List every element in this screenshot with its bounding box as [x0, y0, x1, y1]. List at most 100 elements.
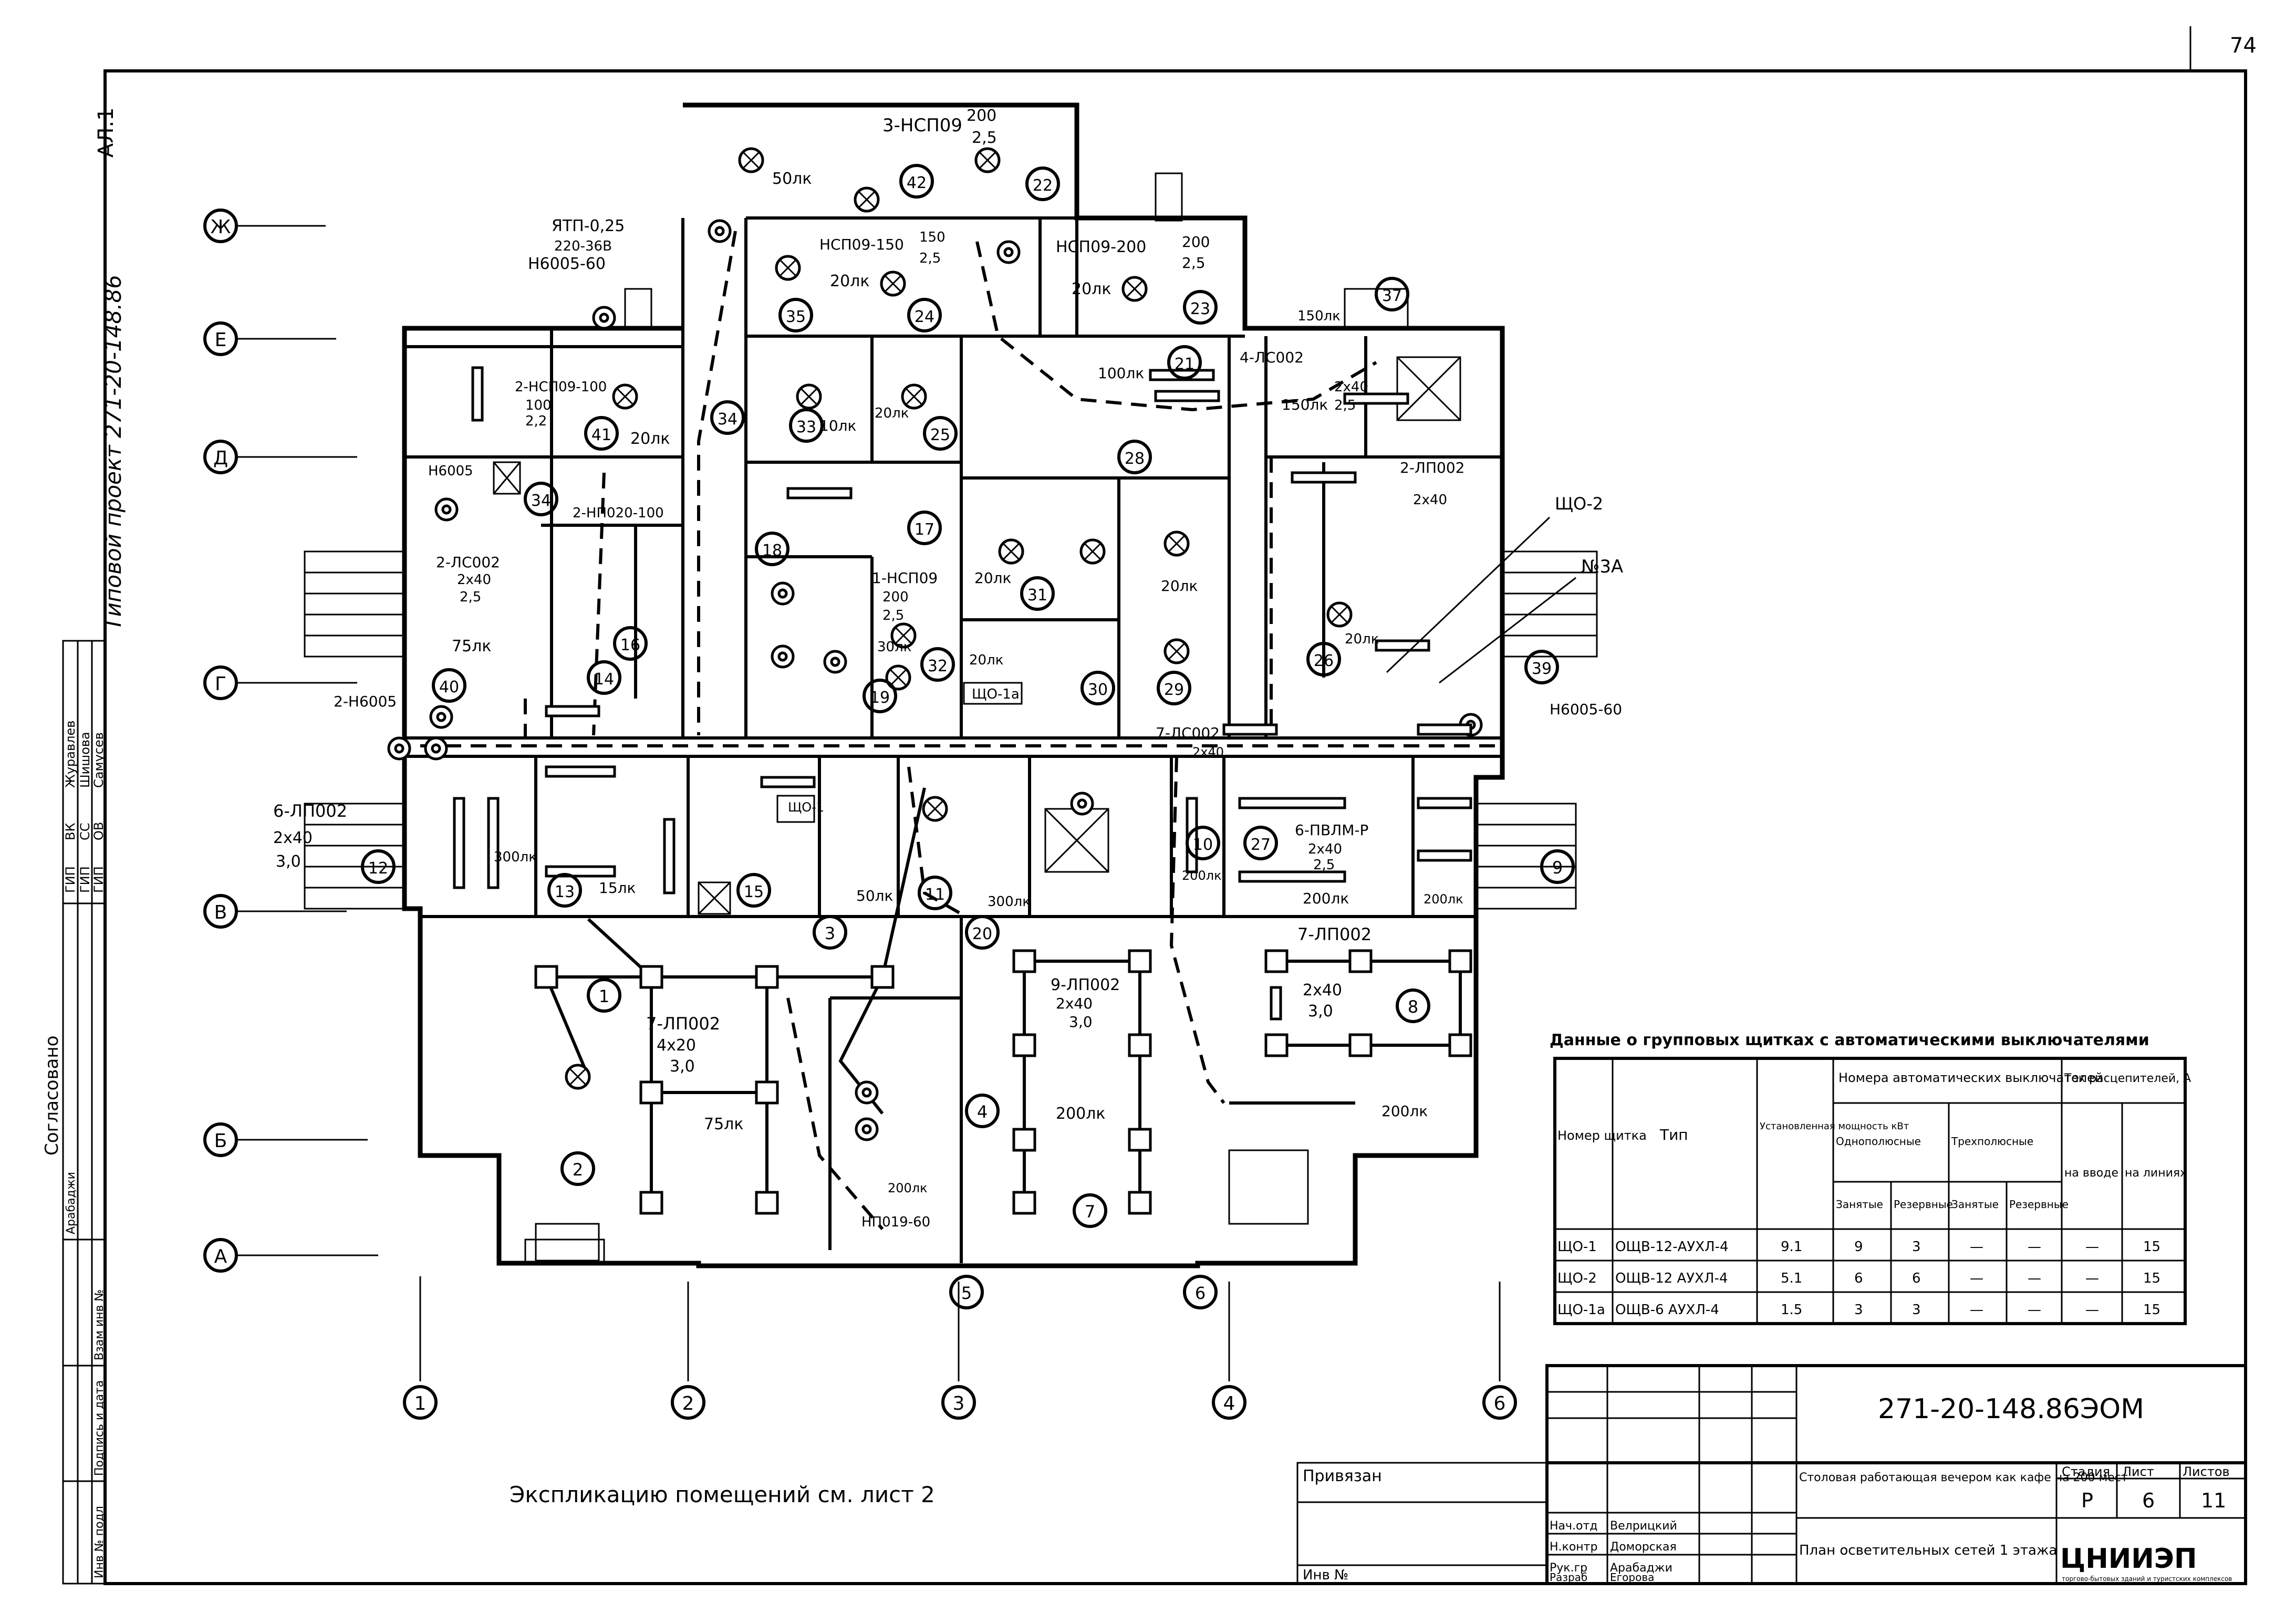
room-34b: 34: [524, 482, 558, 516]
lamp-square: [1128, 949, 1152, 973]
axis-row-v-label: В: [214, 902, 227, 923]
room-35: 35: [778, 298, 813, 332]
panel-labels: ЯТП-0,25 220-36В Н6005-60 Н6005 2-Н6005 …: [334, 217, 1623, 823]
lux-6: 20лк: [875, 405, 909, 421]
svg-text:15: 15: [2143, 1271, 2160, 1286]
room-27: 27: [1243, 826, 1278, 860]
room-34: 34: [710, 400, 745, 435]
axis-row-d: Д: [203, 440, 357, 474]
title-sheets-h: Листов: [2183, 1464, 2230, 1479]
svg-text:—: —: [2085, 1239, 2099, 1255]
room-17: 17: [907, 511, 942, 545]
fixture-label-13: 6-ПВЛМ-Р: [1295, 821, 1368, 839]
fixtures-cross: [565, 147, 1353, 1090]
fixture-sub-12: 2х40: [1303, 981, 1342, 1000]
fixture-annotations: 3-НСП09 200 2,5 НСП09-200 200 2,5 2-НСП0…: [273, 107, 1464, 1230]
th-breakers: Номера автоматических выключателей: [1838, 1070, 2103, 1085]
axis-col-1-label: 1: [414, 1393, 427, 1414]
fixture-label-3: 2-НСП09-100: [515, 379, 607, 395]
approval-title: Согласовано: [41, 1036, 63, 1156]
axis-row-b: Б: [203, 1122, 368, 1157]
svg-text:6: 6: [1195, 1283, 1206, 1303]
lamp-square: [1128, 1033, 1152, 1057]
fixtures-ring: [387, 219, 1483, 1141]
panel-yatp-v: 220-36В: [554, 238, 612, 254]
room-7: 7: [1073, 1193, 1107, 1228]
axis-row-d-label: Д: [213, 448, 228, 469]
axis-row-a-label: А: [214, 1246, 227, 1267]
room-18: 18: [755, 532, 789, 566]
approval-dept-1: ВК: [63, 823, 78, 840]
room-16: 16: [613, 626, 648, 661]
lux-23: 200лк: [1056, 1105, 1106, 1123]
sheet-code: АЛ.1: [94, 107, 118, 158]
svg-text:5: 5: [961, 1283, 972, 1303]
lamp-square: [755, 965, 779, 989]
svg-text:11: 11: [925, 886, 945, 904]
footnote-text: Экспликацию помещений см. лист 2: [510, 1482, 935, 1507]
svg-text:33: 33: [796, 418, 816, 436]
fixture-sub2-9: 3,0: [276, 852, 301, 871]
lux-21: 200лк: [1424, 892, 1463, 907]
svg-text:19: 19: [870, 689, 890, 707]
svg-text:12: 12: [368, 859, 388, 878]
svg-text:28: 28: [1125, 450, 1145, 468]
fixture-sub-8: 2х40: [1192, 745, 1224, 759]
lux-26: 150лк: [1297, 308, 1341, 324]
svg-text:15: 15: [2143, 1239, 2160, 1255]
svg-text:—: —: [1970, 1302, 1983, 1318]
room-28: 28: [1117, 440, 1152, 474]
room-42: 42: [899, 164, 934, 199]
svg-text:5.1: 5.1: [1781, 1271, 1802, 1286]
svg-text:ОЩВ-6 АУХЛ-4: ОЩВ-6 АУХЛ-4: [1615, 1302, 1719, 1318]
svg-text:8: 8: [1408, 997, 1418, 1017]
room-23: 23: [1183, 290, 1218, 325]
fixture-sub-4: 150: [919, 230, 946, 245]
svg-text:13: 13: [555, 883, 575, 901]
svg-text:ОЩВ-12-АУХЛ-4: ОЩВ-12-АУХЛ-4: [1615, 1239, 1729, 1255]
lamp-square: [1264, 949, 1289, 973]
th-res2: Резервные: [2009, 1198, 2069, 1211]
room-31: 31: [1020, 576, 1055, 611]
name-3: Арабаджи: [1610, 1562, 1672, 1575]
title-org: ЦНИИЭП: [2060, 1543, 2197, 1575]
table-row: ЩО-1 ОЩВ-12-АУХЛ-4 9.1 9 3 — — — 15: [1557, 1239, 2160, 1255]
fixture-sub2-5: 2,5: [460, 589, 481, 605]
lamp-square: [1128, 1128, 1152, 1152]
lamp-square: [639, 965, 663, 989]
svg-text:3: 3: [1854, 1302, 1863, 1318]
role-3: Рук.гр: [1550, 1562, 1587, 1575]
room-37: 37: [1375, 277, 1409, 311]
room-39: 39: [1524, 650, 1559, 684]
panel-n6005-right: Н6005-60: [1550, 701, 1622, 718]
approval-role-2: ГИП: [78, 866, 92, 893]
room-15: 15: [736, 873, 771, 908]
axis-row-e-label: Е: [215, 329, 227, 351]
room-4: 4: [965, 1094, 1000, 1128]
svg-text:35: 35: [786, 308, 806, 326]
svg-text:—: —: [1970, 1239, 1983, 1255]
fixture-sub-5: 2х40: [457, 572, 491, 588]
title-code: 271-20-148.86ЭОМ: [1878, 1393, 2144, 1425]
panel-yatp: ЯТП-0,25: [552, 217, 625, 235]
th-input: на вводе: [2064, 1167, 2118, 1180]
role-1: Нач.отд: [1550, 1520, 1598, 1533]
lux-22: 75лк: [704, 1115, 743, 1133]
side-cell-1: Инв № подл: [93, 1506, 106, 1578]
room-3: 3: [813, 915, 847, 950]
room-numbers: 1 2 3 4 5 6 7 8 9 10 11 12 13 14 15 16 1…: [361, 164, 1575, 1309]
svg-text:24: 24: [915, 308, 934, 326]
panel-shchO2: ЩО-2: [1555, 494, 1603, 514]
svg-text:—: —: [2085, 1302, 2099, 1318]
title-stage-h: Стадия: [2062, 1464, 2110, 1479]
axis-col-2-label: 2: [682, 1393, 694, 1414]
lux-labels: 50лк 20лк 20лк 20лк 10лк 20лк 75лк 100лк…: [452, 170, 1463, 1195]
role-4: Разраб: [1550, 1571, 1587, 1584]
project-note: Типовой проект 271-20-148.86: [100, 275, 126, 630]
fixture-label-12: 7-ЛП002: [1297, 924, 1372, 944]
lux-16: 15лк: [599, 879, 636, 897]
svg-text:32: 32: [928, 657, 948, 675]
svg-text:31: 31: [1027, 586, 1047, 605]
fixture-label-16: НП019-60: [861, 1214, 930, 1230]
name-4: Егорова: [1610, 1571, 1654, 1584]
